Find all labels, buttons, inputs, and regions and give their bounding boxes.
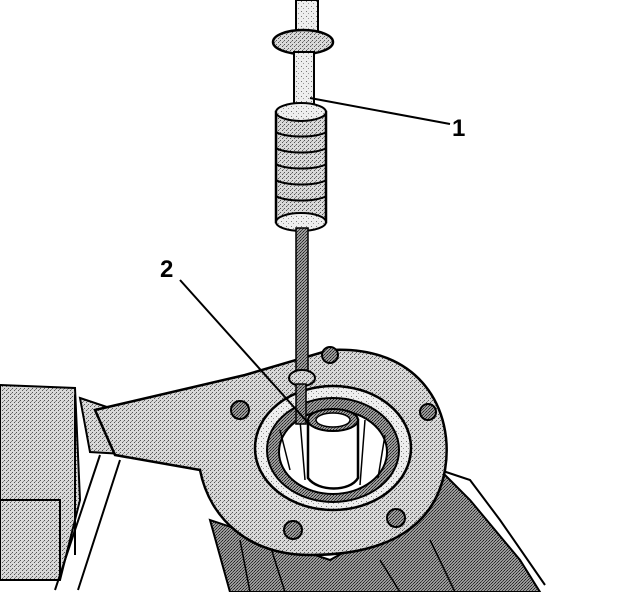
callout-leaders [179, 97, 451, 426]
callout-1-leader [309, 97, 451, 125]
callout-2-leader [179, 279, 311, 426]
slide-hammer [271, 0, 335, 425]
callout-2-label: 2 [160, 256, 173, 283]
callout-1-label: 1 [452, 115, 465, 142]
pump-bore-assembly [253, 384, 413, 512]
